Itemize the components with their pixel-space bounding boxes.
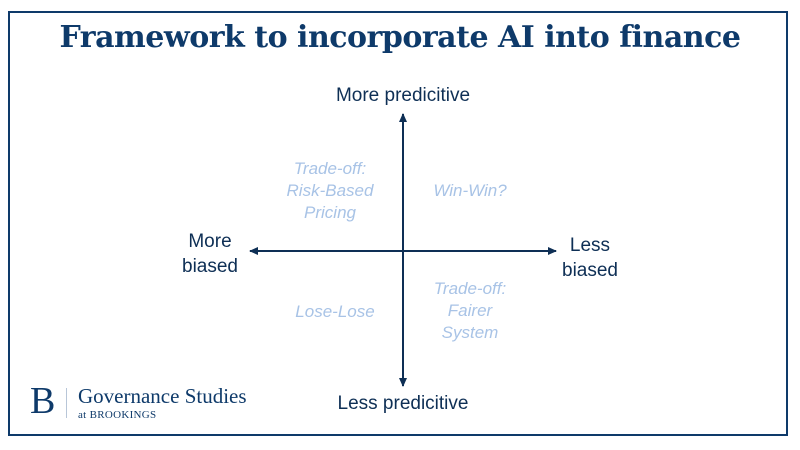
axis-label-right: Less biased <box>540 233 640 283</box>
quadrant-text: Fairer <box>447 301 493 320</box>
quadrant-top-right: Win-Win? <box>410 180 530 202</box>
logo-divider <box>66 388 67 418</box>
quadrant-bottom-left: Lose-Lose <box>265 301 405 323</box>
quadrant-bottom-right: Trade-off: Fairer System <box>410 278 530 344</box>
logo-name: Governance Studies <box>78 384 247 408</box>
axis-label-top: More predicitive <box>335 85 471 106</box>
axis-label-left-line: More <box>188 231 232 252</box>
slide-frame <box>8 11 788 436</box>
axis-label-bottom: Less predicitive <box>337 393 469 414</box>
axis-label-left-line: biased <box>182 256 238 277</box>
quadrant-text: Trade-off: <box>293 159 367 178</box>
quadrant-text: Lose-Lose <box>295 302 375 321</box>
brookings-logo-mark: B <box>30 380 56 422</box>
page-title: Framework to incorporate AI into finance <box>59 20 741 55</box>
quadrant-text: Pricing <box>304 203 356 222</box>
quadrant-text: Risk-Based <box>286 181 374 200</box>
logo-subtitle: at BROOKINGS <box>78 409 157 421</box>
quadrant-top-left: Trade-off: Risk-Based Pricing <box>260 158 400 224</box>
quadrant-text: Trade-off: <box>433 279 507 298</box>
quadrant-text: Win-Win? <box>433 181 507 200</box>
quadrant-text: System <box>441 323 499 342</box>
axis-label-right-line: Less <box>569 235 611 256</box>
axis-label-left: More biased <box>160 229 260 279</box>
axis-label-right-line: biased <box>562 260 618 281</box>
